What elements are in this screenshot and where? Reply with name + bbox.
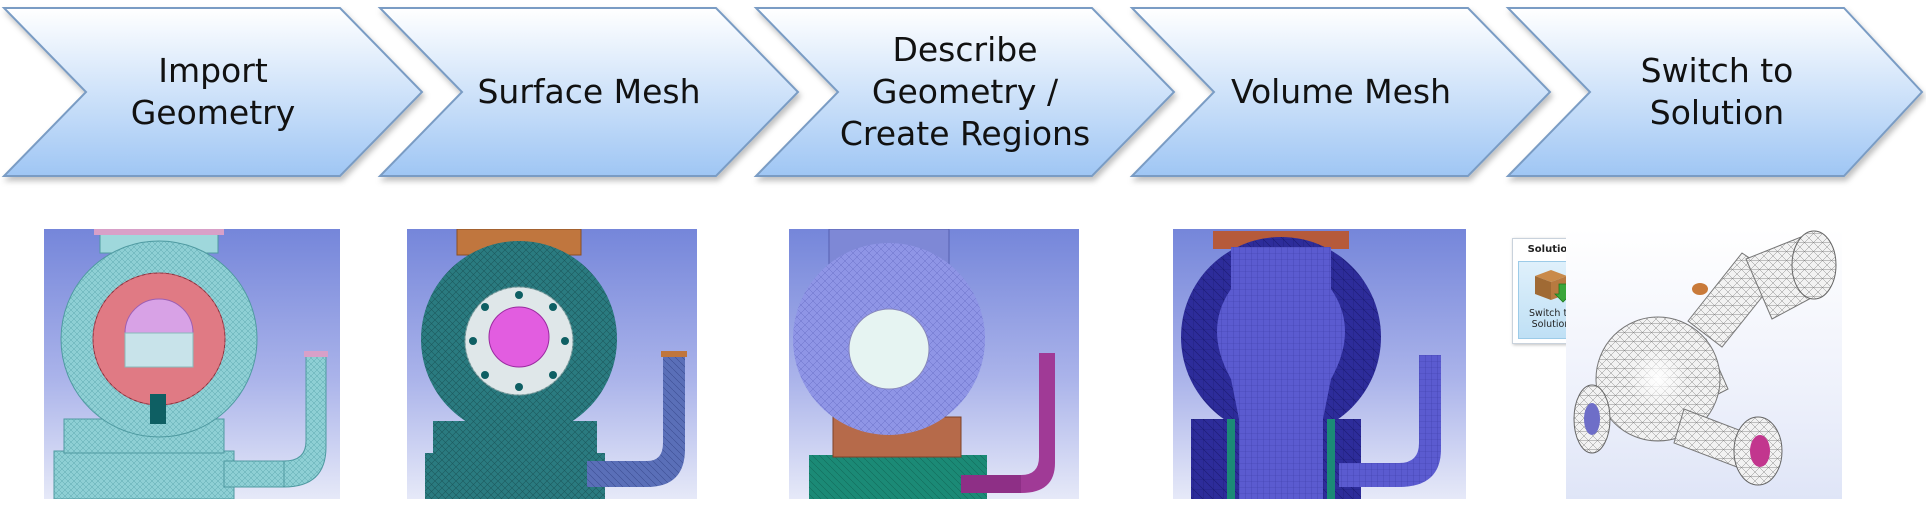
step-label-describe-geometry: Describe Geometry / Create Regions bbox=[839, 30, 1091, 153]
surface-mesh-image bbox=[407, 229, 697, 499]
solution-ribbon-title: Solution bbox=[1527, 244, 1575, 255]
step-arrow-5 bbox=[1505, 7, 1924, 177]
step-arrow-2 bbox=[377, 7, 800, 177]
step-label-import-geometry: Import Geometry bbox=[130, 51, 296, 132]
step-arrow-1 bbox=[1, 7, 424, 177]
describe-geometry-image bbox=[789, 229, 1079, 499]
step-arrow-3 bbox=[753, 7, 1176, 177]
solution-geometry-image bbox=[1566, 229, 1842, 499]
step-arrow-4 bbox=[1129, 7, 1552, 177]
step-label-volume-mesh: Volume Mesh bbox=[1230, 72, 1452, 111]
step-label-switch-to-solution: Switch to Solution bbox=[1640, 51, 1794, 132]
volume-mesh-image bbox=[1173, 229, 1466, 499]
import-geometry-image bbox=[44, 229, 340, 499]
step-label-surface-mesh: Surface Mesh bbox=[477, 72, 701, 111]
box-with-green-arrow-icon bbox=[1535, 270, 1572, 303]
process-flow-arrows bbox=[1, 7, 1924, 177]
